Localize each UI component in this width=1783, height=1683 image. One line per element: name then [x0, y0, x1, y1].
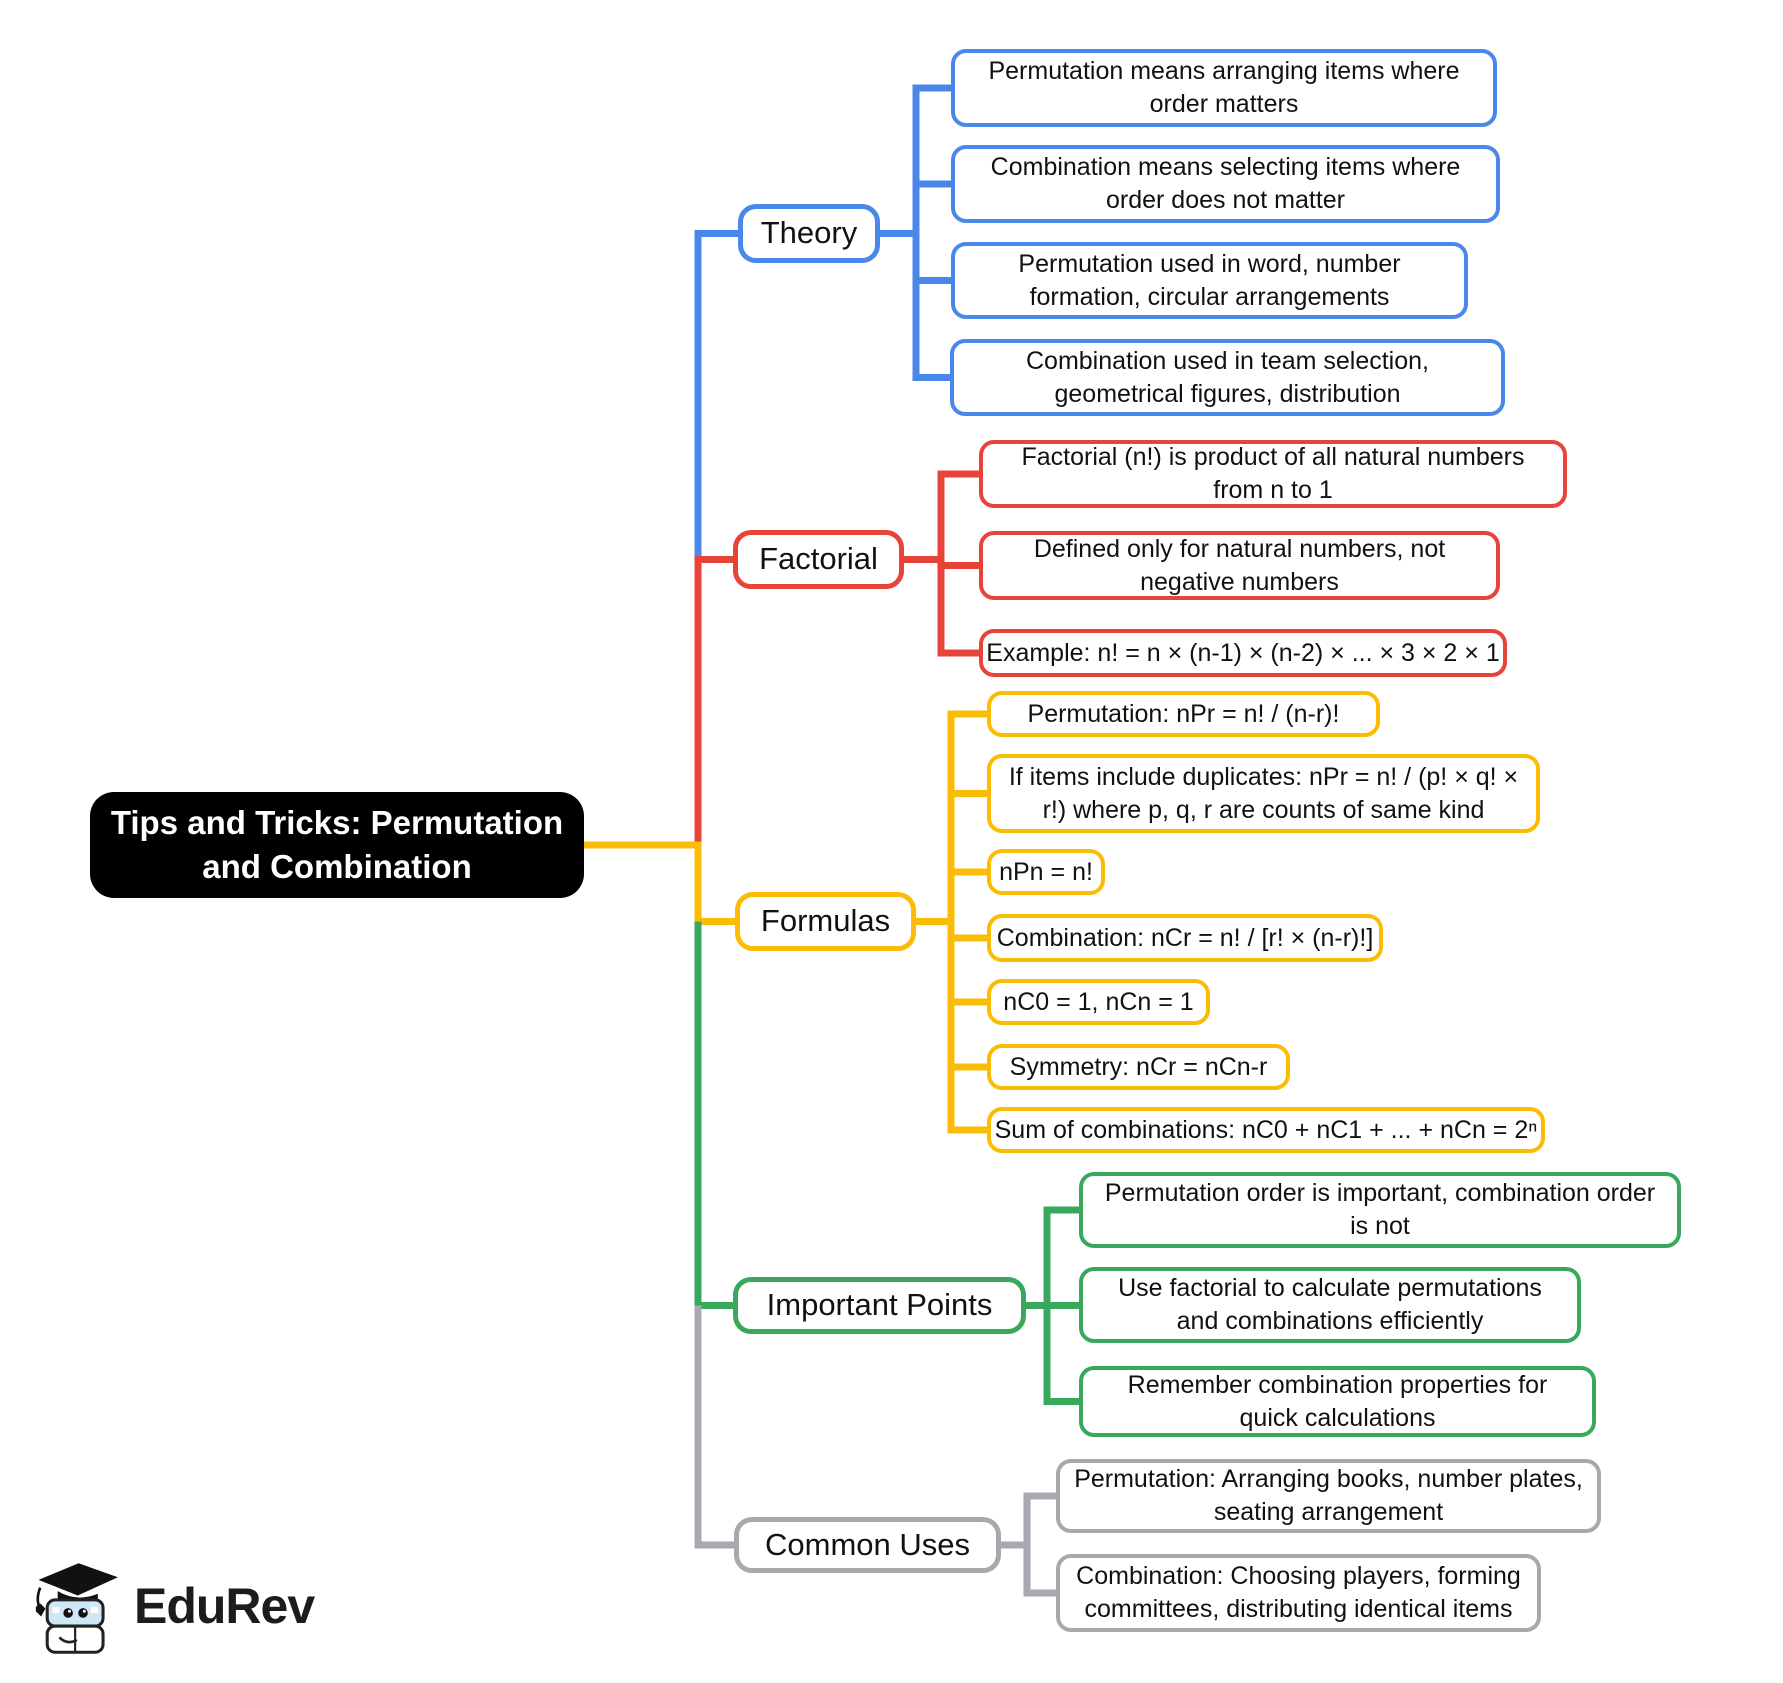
branch-label-common-uses: Common Uses [734, 1517, 1001, 1573]
leaf-node: Sum of combinations: nC0 + nC1 + ... + n… [987, 1107, 1545, 1153]
branch-label-important-points: Important Points [733, 1277, 1026, 1334]
root-node: Tips and Tricks: Permutation and Combina… [90, 792, 584, 898]
connector-common-uses [694, 1305, 1056, 1597]
branch-label-theory: Theory [738, 204, 880, 263]
leaf-node: Combination used in team selection, geom… [950, 339, 1505, 416]
leaf-node: Combination: Choosing players, forming c… [1056, 1554, 1541, 1632]
leaf-node: Defined only for natural numbers, not ne… [979, 531, 1500, 600]
leaf-node: Remember combination properties for quic… [1079, 1366, 1596, 1437]
leaf-node: nPn = n! [987, 849, 1105, 895]
leaf-node: Permutation: Arranging books, number pla… [1056, 1459, 1601, 1533]
leaf-node: nC0 = 1, nCn = 1 [987, 979, 1210, 1025]
connector-factorial [694, 470, 979, 845]
edurev-mascot-icon [35, 1563, 118, 1654]
connector-formulas [584, 710, 987, 1134]
leaf-node: Permutation: nPr = n! / (n-r)! [987, 691, 1380, 737]
leaf-node: Factorial (n!) is product of all natural… [979, 440, 1567, 508]
leaf-node: Permutation means arranging items where … [951, 49, 1497, 127]
connector-theory [694, 84, 951, 560]
leaf-node: Combination: nCr = n! / [r! × (n-r)!] [987, 914, 1383, 962]
branch-label-formulas: Formulas [735, 892, 916, 951]
edurev-logo: EduRev [28, 1552, 315, 1660]
leaf-node: Permutation order is important, combinat… [1079, 1172, 1681, 1248]
branch-label-factorial: Factorial [733, 530, 904, 589]
leaf-node: Combination means selecting items where … [951, 145, 1500, 223]
leaf-node: Permutation used in word, number formati… [951, 242, 1468, 319]
leaf-node: Example: n! = n × (n-1) × (n-2) × ... × … [979, 629, 1507, 677]
leaf-node: Symmetry: nCr = nCn-r [987, 1044, 1290, 1090]
edurev-logo-text: EduRev [134, 1578, 315, 1634]
leaf-node: Use factorial to calculate permutations … [1079, 1267, 1581, 1343]
leaf-node: If items include duplicates: nPr = n! / … [987, 754, 1540, 833]
